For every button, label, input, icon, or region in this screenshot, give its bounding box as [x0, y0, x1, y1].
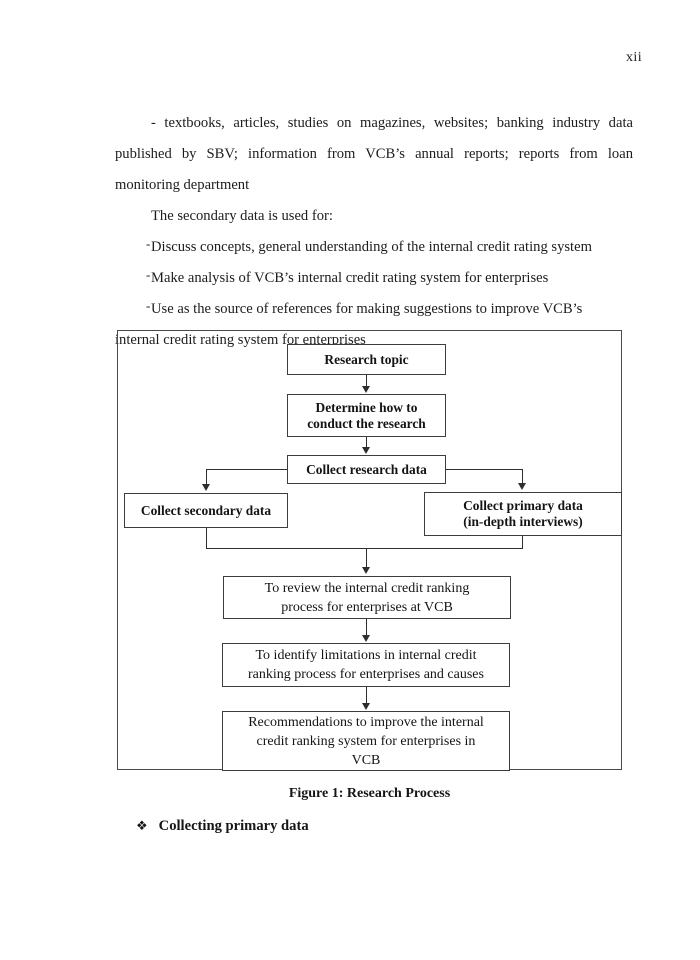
flow-node-label-line-2: process for enterprises at VCB: [281, 599, 453, 615]
connector-line: [366, 548, 367, 568]
connector-line: [206, 528, 207, 549]
flow-node-label: Collect secondary data: [140, 502, 272, 518]
connector-line: [522, 469, 523, 484]
flow-node-label: Research topic: [324, 351, 409, 367]
connector-line: [366, 437, 367, 447]
body-text-block: - textbooks, articles, studies on magazi…: [115, 108, 633, 356]
flow-node-label-line-1: Collect primary data: [463, 498, 583, 513]
flow-node-label-line-1: Determine how to: [315, 399, 418, 415]
dash-marker-icon: -: [146, 236, 151, 251]
connector-line: [206, 548, 523, 549]
flow-node-identify-limitations: To identify limitations in internal cred…: [222, 643, 510, 687]
list-item: - Use as the source of references for ma…: [115, 294, 633, 325]
flow-node-review-process: To review the internal credit ranking pr…: [223, 576, 511, 619]
flow-node-recommendations: Recommendations to improve the internal …: [222, 711, 510, 771]
connector-line: [366, 619, 367, 636]
flow-node-label-line-1: To review the internal credit ranking: [264, 580, 470, 596]
list-item-label: Make analysis of VCB’s internal credit r…: [151, 270, 549, 286]
connector-arrowhead-icon: [518, 483, 526, 490]
flow-node-collect-research-data: Collect research data: [287, 455, 446, 484]
dash-marker-icon: -: [146, 298, 151, 313]
connector-arrowhead-icon: [362, 703, 370, 710]
connector-arrowhead-icon: [202, 484, 210, 491]
connector-line: [522, 536, 523, 549]
flow-node-determine-research: Determine how to conduct the research: [287, 394, 446, 437]
flow-node-label-line-2: (in-depth interviews): [463, 514, 583, 529]
paragraph-secondary-data-lead: The secondary data is used for:: [151, 208, 333, 224]
flow-node-research-topic: Research topic: [287, 344, 446, 375]
list-item-label: Use as the source of references for maki…: [151, 301, 583, 317]
dash-marker-icon: -: [146, 267, 151, 282]
diamond-bullet-icon: ❖: [136, 818, 148, 833]
flow-node-collect-secondary-data: Collect secondary data: [124, 493, 288, 528]
list-item: - Discuss concepts, general understandin…: [115, 232, 633, 263]
flow-node-label: Collect research data: [306, 461, 427, 477]
flow-node-label-line-1: To identify limitations in internal cred…: [255, 648, 477, 663]
connector-line: [366, 375, 367, 387]
section-heading-collecting-primary-data: ❖ Collecting primary data: [136, 818, 309, 835]
flow-node-label-line-3: VCB: [351, 752, 381, 768]
section-heading-label: Collecting primary data: [158, 818, 309, 834]
flow-node-label-line-2: credit ranking system for enterprises in: [256, 733, 476, 749]
connector-line: [446, 469, 523, 470]
connector-arrowhead-icon: [362, 386, 370, 393]
figure-caption: Figure 1: Research Process: [288, 786, 451, 801]
flow-node-collect-primary-data: Collect primary data (in-depth interview…: [424, 492, 622, 536]
page-number: xii: [626, 50, 642, 65]
flow-node-label-line-2: conduct the research: [307, 415, 426, 431]
flow-node-label-line-2: ranking process for enterprises and caus…: [248, 667, 484, 682]
connector-line: [366, 687, 367, 704]
list-item: - Make analysis of VCB’s internal credit…: [115, 263, 633, 294]
connector-arrowhead-icon: [362, 635, 370, 642]
connector-arrowhead-icon: [362, 447, 370, 454]
paragraph-sources: - textbooks, articles, studies on magazi…: [115, 115, 633, 193]
flow-node-label-line-1: Recommendations to improve the internal: [248, 714, 484, 730]
list-item-label: Discuss concepts, general understanding …: [151, 239, 592, 255]
connector-line: [206, 469, 207, 485]
connector-arrowhead-icon: [362, 567, 370, 574]
connector-line: [206, 469, 287, 470]
